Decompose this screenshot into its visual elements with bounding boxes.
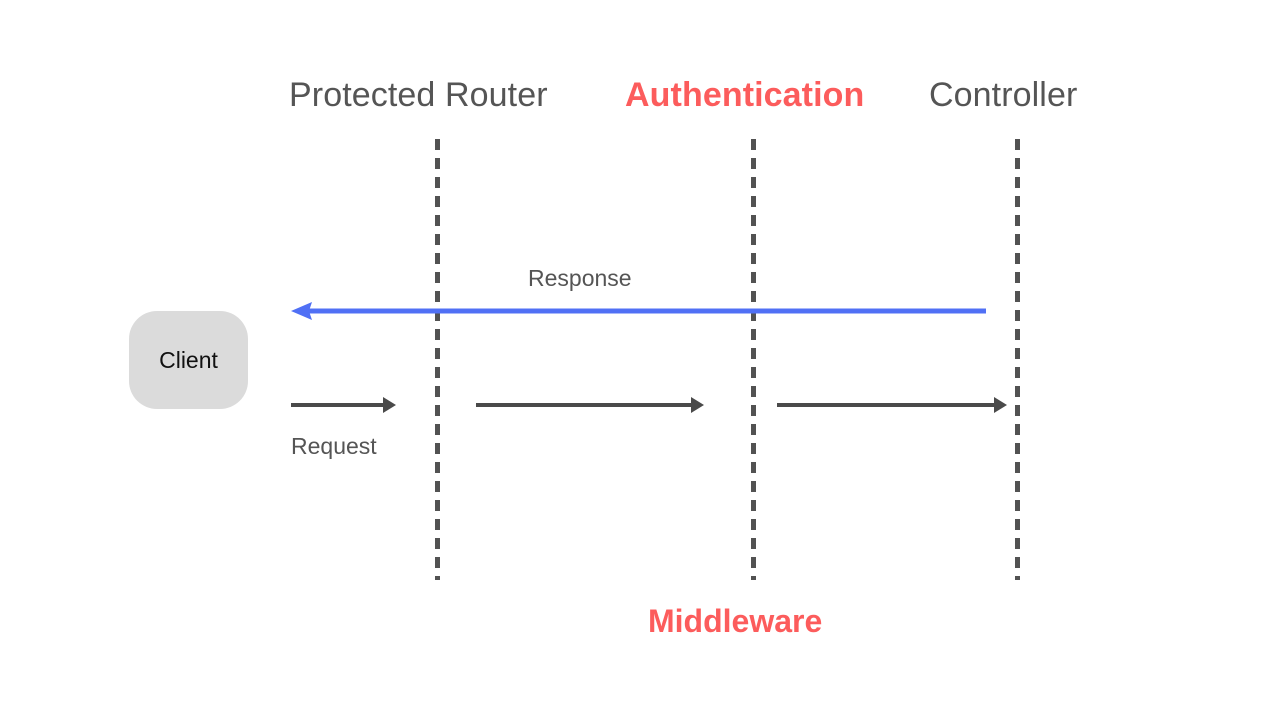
column-header-authentication: Authentication bbox=[625, 76, 865, 114]
arrow-request-2-head bbox=[691, 397, 704, 413]
flow-label-request: Request bbox=[291, 433, 377, 459]
caption-middleware: Middleware bbox=[648, 603, 823, 639]
arrow-request-1-head bbox=[383, 397, 396, 413]
arrow-request-3-head bbox=[994, 397, 1007, 413]
arrow-request-client-to-router bbox=[291, 397, 396, 413]
column-header-controller: Controller bbox=[929, 76, 1078, 114]
column-header-protected-router: Protected Router bbox=[289, 76, 548, 114]
lifeline-divider-authentication bbox=[751, 139, 756, 580]
arrow-request-auth-to-controller bbox=[777, 397, 1007, 413]
flow-label-response: Response bbox=[528, 265, 632, 291]
lifeline-divider-protected-router bbox=[435, 139, 440, 580]
arrow-request-router-to-auth bbox=[476, 397, 704, 413]
arrow-response-head bbox=[291, 302, 312, 320]
arrow-response bbox=[291, 302, 986, 320]
lifeline-divider-controller bbox=[1015, 139, 1020, 580]
node-client: Client bbox=[129, 311, 248, 409]
node-client-label: Client bbox=[159, 346, 218, 373]
